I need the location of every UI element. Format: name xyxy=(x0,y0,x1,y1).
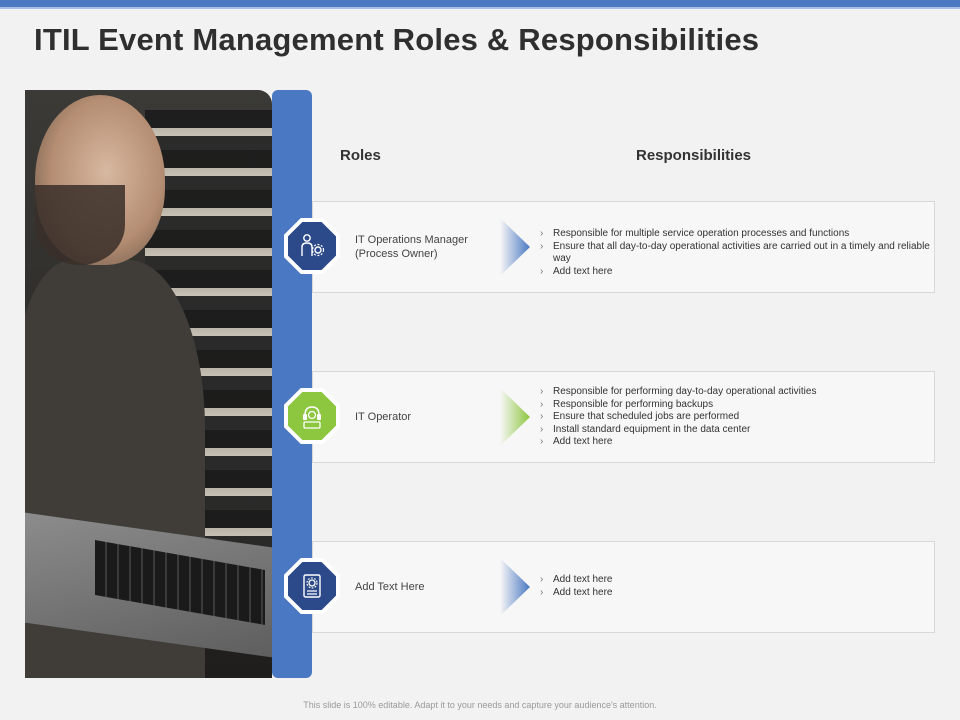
server-room-photo xyxy=(25,90,272,678)
role-icon-badge-2 xyxy=(284,388,340,444)
responsibility-list-1: Responsible for multiple service operati… xyxy=(540,228,930,278)
roles-header: Roles xyxy=(340,147,381,164)
list-item: Add text here xyxy=(540,266,930,279)
responsibility-list-3: Add text here Add text here xyxy=(540,574,930,599)
role-label-1: IT Operations Manager (Process Owner) xyxy=(355,234,468,260)
role-icon-badge-1 xyxy=(284,218,340,274)
role-label-2: IT Operator xyxy=(355,411,412,423)
responsibilities-header: Responsibilities xyxy=(636,147,752,164)
list-item: Install standard equipment in the data c… xyxy=(540,424,930,437)
manager-gear-icon xyxy=(301,234,325,257)
chevron-arrow-2 xyxy=(500,388,530,446)
list-item: Add text here xyxy=(540,587,930,600)
page-title: ITIL Event Management Roles & Responsibi… xyxy=(34,22,760,57)
responsibility-list-2: Responsible for performing day-to-day op… xyxy=(540,386,930,449)
list-item: Ensure that scheduled jobs are performed xyxy=(540,411,930,424)
person-beard-graphic xyxy=(35,185,125,265)
slide-footer: This slide is 100% editable. Adapt it to… xyxy=(303,700,657,710)
role-label-3: Add Text Here xyxy=(355,581,425,593)
chevron-arrow-1 xyxy=(500,218,530,276)
list-item: Add text here xyxy=(540,574,930,587)
role-icon-badge-3 xyxy=(284,558,340,614)
top-accent-line xyxy=(0,7,960,9)
list-item: Responsible for performing day-to-day op… xyxy=(540,386,930,399)
top-accent-bar xyxy=(0,0,960,7)
list-item: Ensure that all day-to-day operational a… xyxy=(540,241,930,266)
document-gear-icon xyxy=(303,574,321,598)
chevron-arrow-3 xyxy=(500,558,530,616)
list-item: Responsible for multiple service operati… xyxy=(540,228,930,241)
headset-operator-icon xyxy=(303,406,321,429)
list-item: Add text here xyxy=(540,436,930,449)
list-item: Responsible for performing backups xyxy=(540,399,930,412)
